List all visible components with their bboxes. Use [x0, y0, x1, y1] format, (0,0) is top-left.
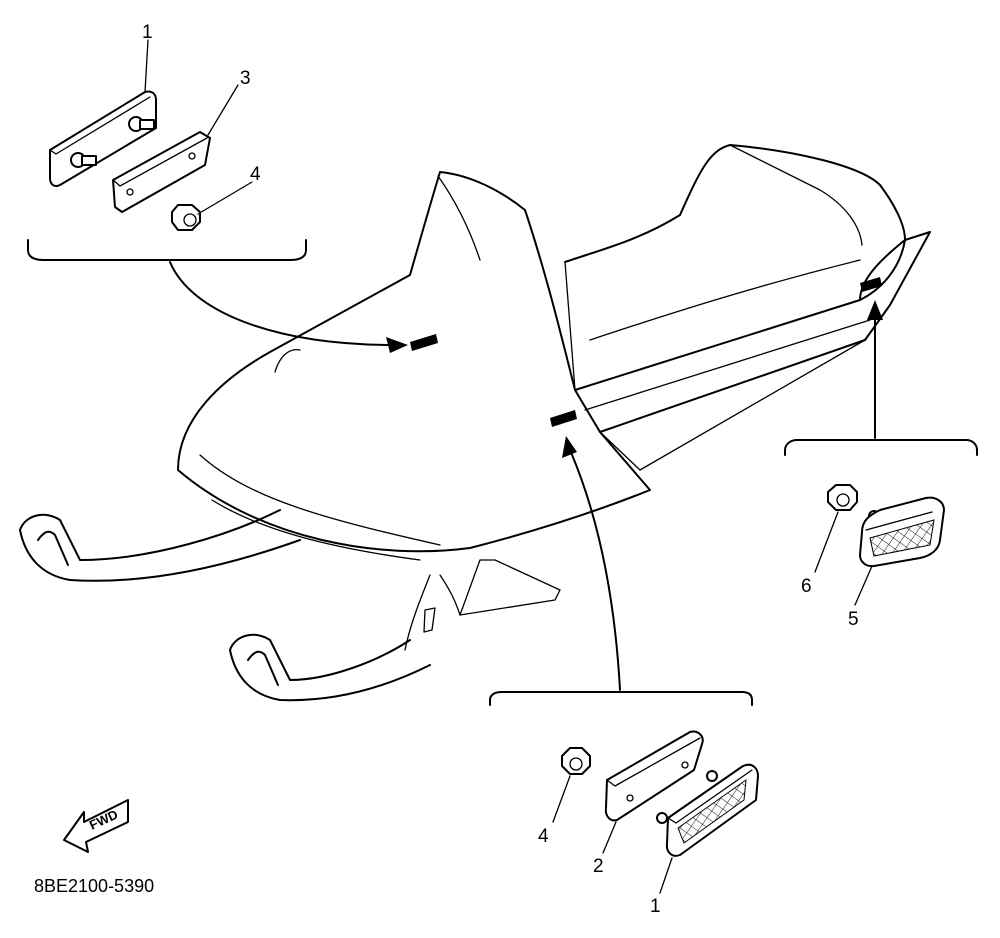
callout-1-bottom: 1 — [650, 896, 661, 917]
part-code: 8BE2100-5390 — [34, 876, 154, 896]
bottom-bracket-plate — [604, 730, 704, 822]
top-left-bracket-plate — [112, 131, 211, 213]
bottom-reflector — [656, 763, 759, 857]
middle-marker — [550, 410, 577, 427]
right-reflector — [859, 496, 945, 568]
callout-3-top-left: 3 — [240, 68, 251, 89]
snowmobile-outline — [19, 144, 931, 702]
rear-marker — [860, 277, 882, 292]
front-marker — [410, 334, 438, 351]
top-left-reflector-plate — [49, 90, 157, 188]
callout-5-right: 5 — [848, 609, 859, 630]
callout-1-top-left: 1 — [142, 22, 153, 43]
right-nut — [827, 484, 858, 511]
fwd-arrow-icon: FWD — [63, 799, 129, 853]
right-subassembly: 6 5 — [801, 484, 945, 630]
top-left-nut — [171, 204, 201, 231]
bottom-nut — [561, 747, 591, 775]
callout-4-bottom: 4 — [538, 826, 549, 847]
callout-6-right: 6 — [801, 576, 812, 597]
reflector-location-markers — [410, 277, 882, 427]
callout-2-bottom: 2 — [593, 856, 604, 877]
callout-4-top-left: 4 — [250, 164, 261, 185]
bottom-subassembly: 4 2 1 — [538, 730, 759, 917]
top-left-subassembly: 1 3 4 — [49, 22, 261, 231]
assembly-brackets — [27, 239, 978, 706]
